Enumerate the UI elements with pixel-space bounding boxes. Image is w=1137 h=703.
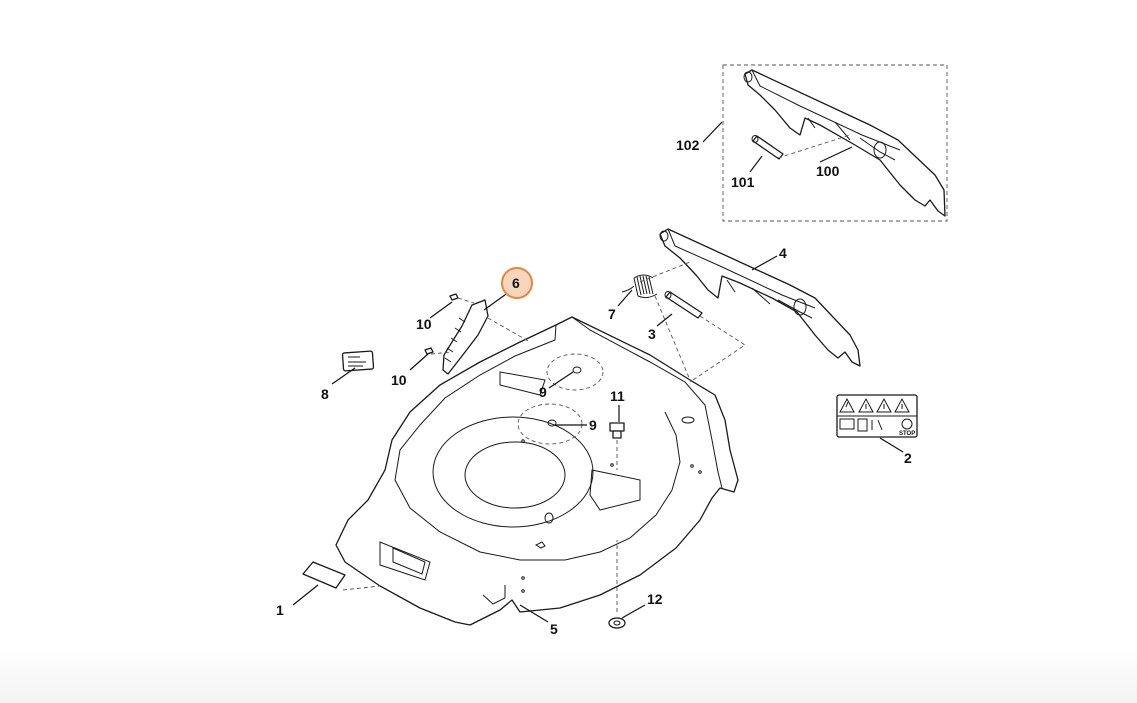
callout-3[interactable]: 3 (648, 326, 656, 342)
part-101-pin[interactable] (751, 135, 784, 160)
group-102-box (722, 64, 948, 222)
part-10-screw-lower[interactable] (424, 347, 434, 355)
callout-9-upper[interactable]: 9 (539, 384, 547, 400)
callout-9-lower[interactable]: 9 (589, 417, 597, 433)
connection-lines (342, 134, 851, 612)
part-6-height-rack[interactable] (442, 299, 489, 375)
callout-102[interactable]: 102 (676, 137, 700, 153)
decal-stop-text: STOP (899, 431, 915, 437)
callout-10-lower[interactable]: 10 (391, 372, 407, 388)
callout-2[interactable]: 2 (904, 450, 912, 466)
part-12-nut[interactable] (608, 617, 626, 629)
callout-12[interactable]: 12 (647, 591, 663, 607)
callout-6[interactable]: 6 (512, 275, 520, 291)
callout-1[interactable]: 1 (276, 602, 284, 618)
callout-100[interactable]: 100 (816, 163, 840, 179)
callout-10-upper[interactable]: 10 (416, 316, 432, 332)
part-7-spring[interactable] (621, 274, 658, 299)
callout-8[interactable]: 8 (321, 386, 329, 402)
part-8-label[interactable] (341, 350, 375, 372)
callout-6-highlight[interactable] (501, 267, 533, 299)
bottom-fade (0, 648, 1137, 703)
callout-7[interactable]: 7 (608, 306, 616, 322)
leader-lines (292, 121, 904, 623)
part-10-screw-upper[interactable] (449, 293, 459, 301)
part-4-handle[interactable] (659, 228, 861, 367)
callout-4[interactable]: 4 (779, 245, 787, 261)
part-3-pin[interactable] (664, 291, 703, 319)
part-11-screw[interactable] (609, 422, 625, 439)
callout-11[interactable]: 11 (610, 388, 625, 404)
callout-5[interactable]: 5 (550, 621, 558, 637)
part-100-handle[interactable] (743, 69, 946, 217)
callout-101[interactable]: 101 (731, 174, 755, 190)
part-2-warning-decal[interactable]: STOP (836, 394, 918, 438)
part-5-mower-deck[interactable] (335, 316, 739, 626)
part-1-sticker[interactable] (302, 561, 346, 589)
